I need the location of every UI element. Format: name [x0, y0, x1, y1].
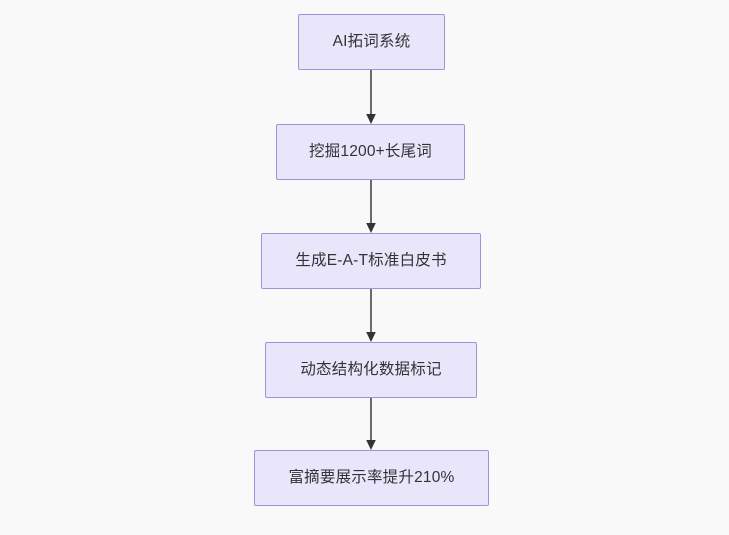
flow-node-generate-eat-whitepaper[interactable]: 生成E-A-T标准白皮书	[261, 233, 481, 289]
flow-connector-3	[364, 289, 378, 342]
arrow-down-icon	[366, 398, 376, 450]
flow-node-label: 生成E-A-T标准白皮书	[295, 251, 447, 269]
arrow-down-icon	[366, 180, 376, 233]
flow-connector-1	[364, 70, 378, 124]
flow-node-label: AI拓词系统	[332, 32, 411, 50]
flow-node-ai-keyword-system[interactable]: AI拓词系统	[298, 14, 445, 70]
flow-node-label: 富摘要展示率提升210%	[288, 468, 455, 486]
flow-node-label: 挖掘1200+长尾词	[308, 142, 433, 160]
flow-node-label: 动态结构化数据标记	[300, 360, 442, 378]
flow-node-rich-snippet-impression-lift[interactable]: 富摘要展示率提升210%	[254, 450, 489, 506]
flow-connector-4	[364, 398, 378, 450]
flow-connector-2	[364, 180, 378, 233]
flow-node-mine-longtail-keywords[interactable]: 挖掘1200+长尾词	[276, 124, 465, 180]
arrow-down-icon	[366, 289, 376, 342]
arrow-down-icon	[366, 70, 376, 124]
flow-node-dynamic-structured-data-markup[interactable]: 动态结构化数据标记	[265, 342, 477, 398]
